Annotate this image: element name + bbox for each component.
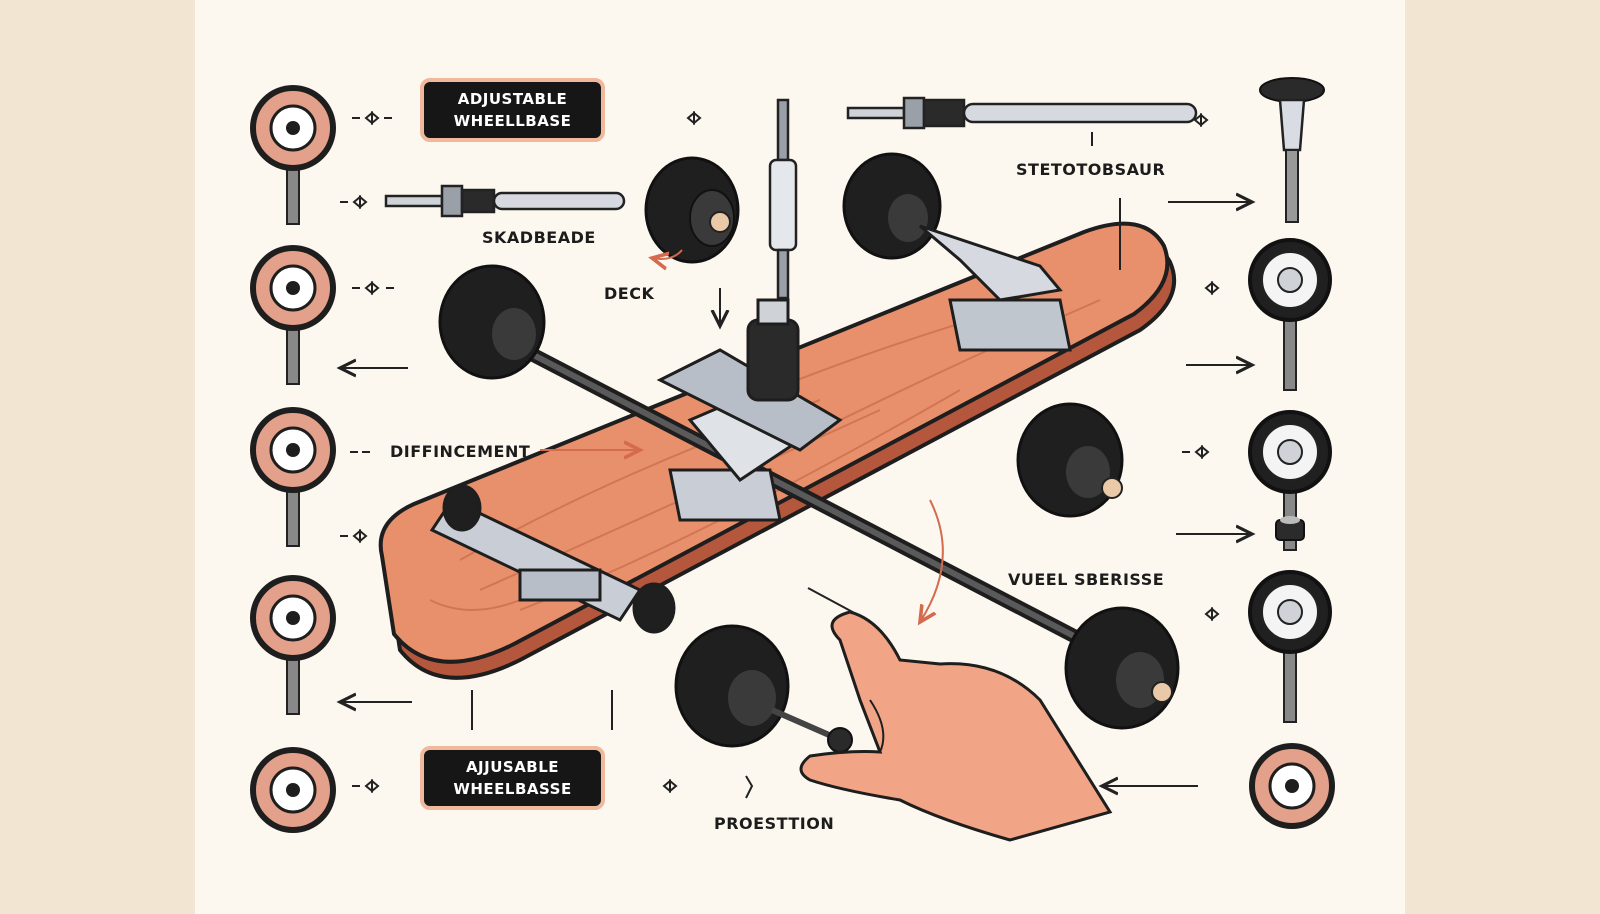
left-wheel-icon-3 bbox=[250, 407, 336, 547]
tag-bottom-line-2: WHEELBASSE bbox=[453, 780, 572, 798]
label-vueel-sberisse: VUEEL SBERISSE bbox=[1008, 570, 1165, 589]
left-wheel-icon-5 bbox=[250, 747, 336, 833]
left-dash-markers bbox=[340, 110, 412, 794]
right-parts-column bbox=[1248, 77, 1335, 829]
bottom-wheel bbox=[674, 624, 853, 753]
center-truck bbox=[656, 298, 843, 522]
tag-bottom-line-1: AJJUSABLE bbox=[465, 758, 560, 776]
label-skadbeade: SKADBEADE bbox=[482, 228, 596, 247]
tag-top-line-1: ADJUSTABLE bbox=[457, 90, 568, 108]
left-margin bbox=[0, 0, 195, 914]
right-bearing-icon-3 bbox=[1248, 570, 1332, 723]
right-bearing-icon-1 bbox=[1248, 238, 1332, 391]
right-margin bbox=[1405, 0, 1600, 914]
right-bearing-icon-2 bbox=[1248, 410, 1332, 551]
left-wheel-icon-2 bbox=[250, 245, 336, 385]
label-deck: DECK bbox=[604, 284, 655, 303]
left-wheel-icon-1 bbox=[250, 85, 336, 225]
hand-illustration bbox=[799, 610, 1113, 842]
right-arrow-markers bbox=[662, 110, 1252, 791]
label-diffincement: DIFFINCEMENT bbox=[390, 442, 531, 461]
left-parts-column bbox=[250, 85, 336, 833]
top-axle-rods bbox=[384, 96, 1198, 300]
tag-top-line-2: WHEELLBASE bbox=[453, 112, 572, 130]
rear-truck-assembly bbox=[842, 152, 1124, 518]
lower-truck bbox=[429, 484, 676, 634]
left-wheel-icon-4 bbox=[250, 575, 336, 715]
front-axle-assembly bbox=[438, 264, 1180, 730]
adjustable-wheelbase-tag-bottom: AJJUSABLE WHEELBASSE bbox=[420, 746, 605, 810]
kingpin-bolt-icon bbox=[1259, 77, 1325, 223]
nut-icon bbox=[1275, 516, 1305, 541]
label-proesttion: PROESTTION bbox=[714, 814, 835, 833]
adjustable-wheelbase-tag-top: ADJUSTABLE WHEELLBASE bbox=[420, 78, 605, 142]
loose-wheel bbox=[644, 156, 740, 262]
leader-lines bbox=[471, 132, 1121, 799]
right-wheel-icon bbox=[1249, 743, 1335, 829]
label-stetotobsaur: STETOTOBSAUR bbox=[1016, 160, 1166, 179]
